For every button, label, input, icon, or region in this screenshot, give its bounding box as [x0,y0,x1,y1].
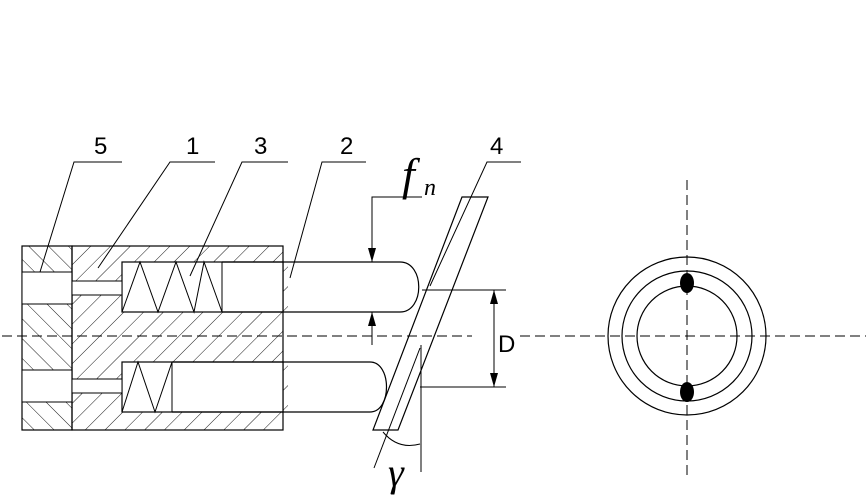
plunger-bottom-body [172,361,388,413]
spring-top-part-3 [121,260,223,314]
gamma-angle: γ [382,345,422,495]
end-plate-port-top [21,271,73,305]
holder-hatch [72,246,288,430]
label-part-4: 4 [490,133,503,160]
plunger-top-body [222,261,420,313]
leader-3: 3 [189,133,288,277]
contact-point-top [680,273,694,293]
channel-top [71,280,123,296]
d-label: D [498,331,515,358]
channel-bottom [71,378,123,394]
workpiece-outline [372,196,489,431]
leader-4: 4 [429,133,521,287]
leader-1: 1 [97,133,215,269]
workpiece-part-4 [372,196,489,469]
label-part-1: 1 [186,133,199,160]
label-part-5: 5 [94,133,107,160]
contact-point-bottom [680,382,694,402]
end-view [520,180,866,478]
end-plate-port-bottom [21,369,73,403]
end-plate-part-5 [21,245,73,431]
fn-subscript: n [424,175,436,201]
fn-dimension: f n [368,149,436,345]
label-part-3: 3 [254,133,267,160]
leader-5: 5 [39,133,122,273]
workpiece-axis-extension [373,347,421,469]
plunger-top-part-2 [222,261,420,313]
gamma-symbol: γ [388,450,405,495]
end-plate-hatch [22,246,72,430]
spring-bottom [121,360,173,414]
end-view-outer-ring [607,256,767,416]
plunger-bottom [172,361,388,413]
label-part-2: 2 [340,133,353,160]
d-dimension: D [420,289,515,388]
holder-outline [71,245,284,431]
leader-2: 2 [289,133,366,279]
fn-symbol: f [402,149,421,200]
